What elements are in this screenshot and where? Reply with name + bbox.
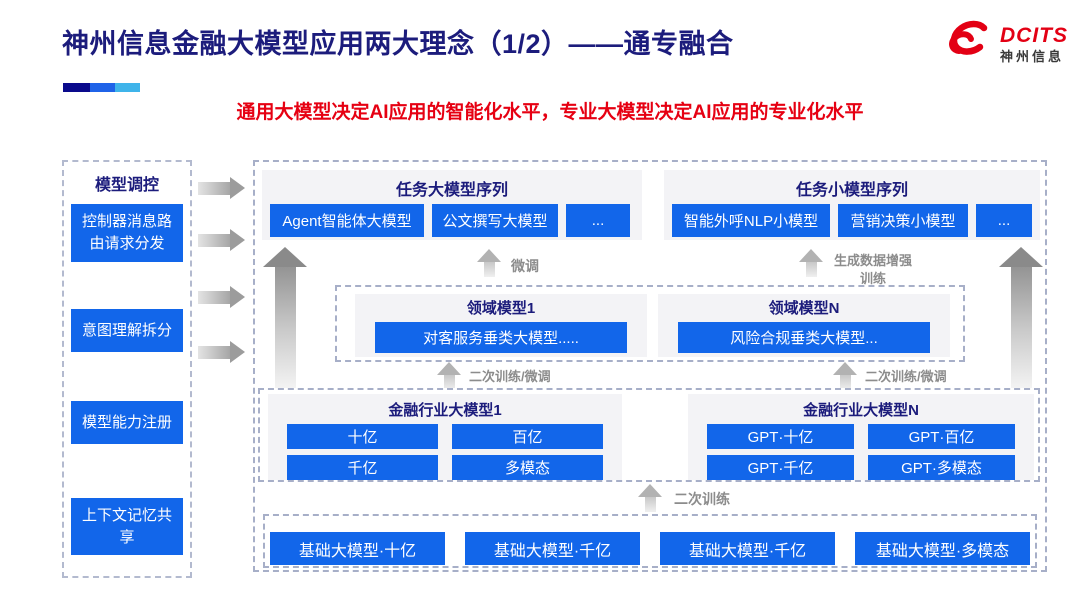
industry-group-1-title: 金融行业大模型1 [388,402,502,419]
slide-subtitle: 通用大模型决定AI应用的智能化水平，专业大模型决定AI应用的专业化水平 [236,102,864,123]
upward-flow-arrow-right [999,247,1043,388]
dcits-swirl-icon [944,20,994,67]
augment-train-arrow-icon [799,249,823,277]
industry-chip-gpt-100b: GPT·千亿 [707,455,854,480]
upward-flow-arrow-left [263,247,307,388]
secondary-train-label: 二次训练 [674,491,730,507]
industry-group-1: 金融行业大模型1 十亿 百亿 千亿 多模态 [268,394,622,480]
model-chip-marketing: 营销决策小模型 [838,204,968,237]
logo-brand-text: DCITS [1000,23,1068,47]
fine-tune-label: 微调 [511,258,539,274]
model-chip-document: 公文撰写大模型 [432,204,558,237]
model-control-panel: 模型调控 控制器消息路由请求分发 意图理解拆分 模型能力注册 上下文记忆共享 [62,160,192,578]
domain-group-n-title: 领域模型N [768,300,840,317]
base-model-chip-multimodal: 基础大模型·多模态 [855,532,1030,565]
flow-arrow-right-4 [198,341,245,363]
base-model-chip-100b-b: 基础大模型·千亿 [660,532,835,565]
domain-models-frame: 领域模型1 对客服务垂类大模型..... 领域模型N 风险合规垂类大模型... [335,285,965,362]
model-control-item-register: 模型能力注册 [71,401,183,444]
flow-arrow-right-3 [198,286,245,308]
domain-group-1: 领域模型1 对客服务垂类大模型..... [355,294,647,357]
retrain-left-label: 二次训练/微调 [469,369,551,384]
retrain-right-label: 二次训练/微调 [865,369,947,384]
dcits-logo: DCITS 神州信息 [944,20,1068,67]
main-diagram-frame [253,160,1047,572]
domain-model-chip-customer-service: 对客服务垂类大模型..... [375,322,627,353]
industry-chip-100b: 千亿 [287,455,438,480]
logo-brand-cn-text: 神州信息 [1000,48,1065,64]
secondary-train-arrow-icon [638,484,662,512]
task-small-model-group: 任务小模型序列 智能外呼NLP小模型 营销决策小模型 ... [664,170,1040,240]
base-model-chip-100b-a: 基础大模型·千亿 [465,532,640,565]
model-control-item-intent: 意图理解拆分 [71,309,183,352]
industry-models-frame: 金融行业大模型1 十亿 百亿 千亿 多模态 金融行业大模型N GPT·十亿 GP… [258,388,1040,482]
model-chip-more: ... [566,204,630,237]
model-control-item-routing: 控制器消息路由请求分发 [71,204,183,262]
page-title: 神州信息金融大模型应用两大理念（1/2）——通专融合 [62,29,734,59]
title-accent-bar [63,83,140,92]
task-large-model-group: 任务大模型序列 Agent智能体大模型 公文撰写大模型 ... [262,170,642,240]
retrain-right-arrow-icon [833,362,857,390]
industry-chip-gpt-1b: GPT·十亿 [707,424,854,449]
model-chip-more-small: ... [976,204,1032,237]
domain-group-n: 领域模型N 风险合规垂类大模型... [658,294,950,357]
base-models-frame: 基础大模型·十亿 基础大模型·千亿 基础大模型·千亿 基础大模型·多模态 [263,514,1037,568]
industry-chip-multimodal: 多模态 [452,455,603,480]
industry-group-n-title: 金融行业大模型N [803,402,919,419]
industry-chip-10b: 百亿 [452,424,603,449]
domain-group-1-title: 领域模型1 [466,300,536,317]
industry-group-n: 金融行业大模型N GPT·十亿 GPT·百亿 GPT·千亿 GPT·多模态 [688,394,1034,480]
augment-train-label: 生成数据增强训练 [833,253,912,286]
industry-chip-gpt-10b: GPT·百亿 [868,424,1015,449]
model-control-item-context: 上下文记忆共享 [71,498,183,555]
model-chip-outbound-nlp: 智能外呼NLP小模型 [672,204,830,237]
industry-chip-gpt-multimodal: GPT·多模态 [868,455,1015,480]
industry-chip-1b: 十亿 [287,424,438,449]
domain-model-chip-risk-compliance: 风险合规垂类大模型... [678,322,930,353]
base-model-chip-1b: 基础大模型·十亿 [270,532,445,565]
task-large-group-title: 任务大模型序列 [395,182,508,199]
flow-arrow-right-2 [198,229,245,251]
flow-arrow-right-1 [198,177,245,199]
fine-tune-arrow-icon [477,249,501,277]
model-chip-agent: Agent智能体大模型 [270,204,424,237]
task-small-group-title: 任务小模型序列 [795,182,908,199]
retrain-left-arrow-icon [437,362,461,390]
model-control-title: 模型调控 [94,177,159,194]
